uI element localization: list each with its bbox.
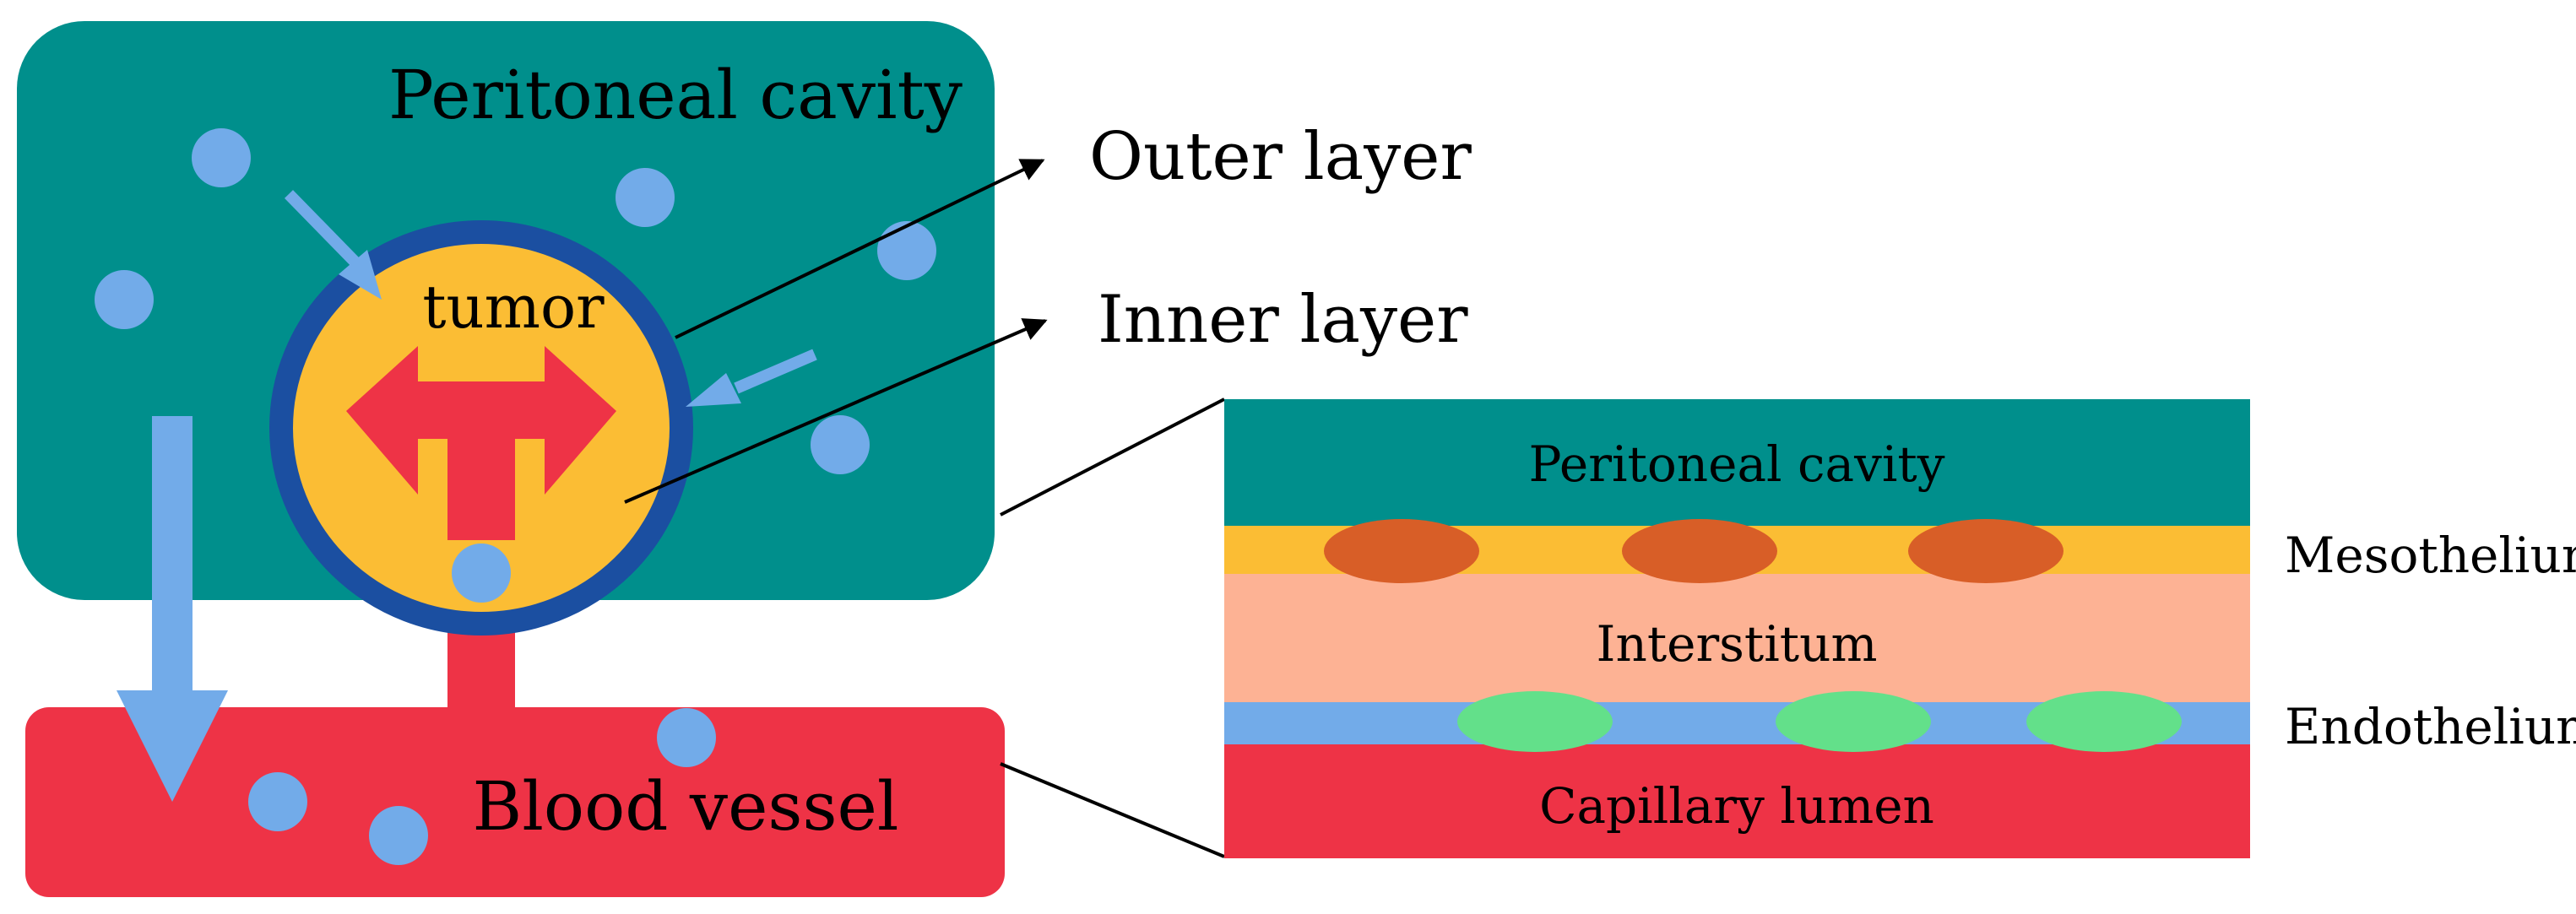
tumor-label: tumor: [422, 273, 605, 342]
mesothelium-cell: [1622, 519, 1777, 583]
endothelium-label: Endothelium: [2285, 698, 2576, 755]
particle: [616, 168, 675, 227]
particle: [657, 708, 716, 767]
inner-layer-label: Inner layer: [1098, 282, 1468, 358]
layer-interstitum-label: Interstitum: [1597, 615, 1878, 673]
peritoneal-cavity-label: Peritoneal cavity: [388, 56, 963, 134]
inflow-arrow-right-head: [686, 373, 741, 407]
zoom-line-top: [1000, 398, 1225, 516]
inner-layer-pointer: [624, 318, 1048, 504]
particle: [452, 544, 511, 603]
endothelium-cell: [1457, 691, 1613, 752]
inflow-arrow-left-head: [339, 250, 382, 300]
particle: [192, 128, 251, 187]
inflow-arrow-right: [734, 349, 817, 394]
blood-vessel-label: Blood vessel: [473, 767, 899, 846]
inflow-arrow-left: [284, 190, 363, 269]
layer-interstitum: [1224, 574, 2250, 702]
layer-capillary-lumen: [1224, 744, 2250, 858]
mesothelium-cell: [1324, 519, 1479, 583]
blood-vessel-region: [25, 707, 1005, 897]
particle: [877, 221, 936, 280]
outer-layer-pointer: [675, 159, 1045, 339]
layer-peritoneal-cavity-label: Peritoneal cavity: [1529, 435, 1945, 493]
endothelium-cell: [1776, 691, 1931, 752]
tumor-double-arrow: [346, 346, 616, 540]
outer-layer-label: Outer layer: [1089, 119, 1472, 195]
particle: [811, 415, 870, 474]
downward-arrow: [117, 416, 228, 802]
layer-capillary-lumen-label: Capillary lumen: [1539, 777, 1934, 835]
layer-peritoneal-cavity: [1224, 399, 2250, 526]
particle: [248, 772, 307, 831]
particle: [369, 806, 428, 865]
zoom-line-bottom: [1000, 762, 1225, 858]
mesothelium-label: Mesothelium: [2285, 527, 2576, 584]
endothelium-cell: [2026, 691, 2182, 752]
mesothelium-cell: [1908, 519, 2064, 583]
particle: [95, 270, 154, 329]
